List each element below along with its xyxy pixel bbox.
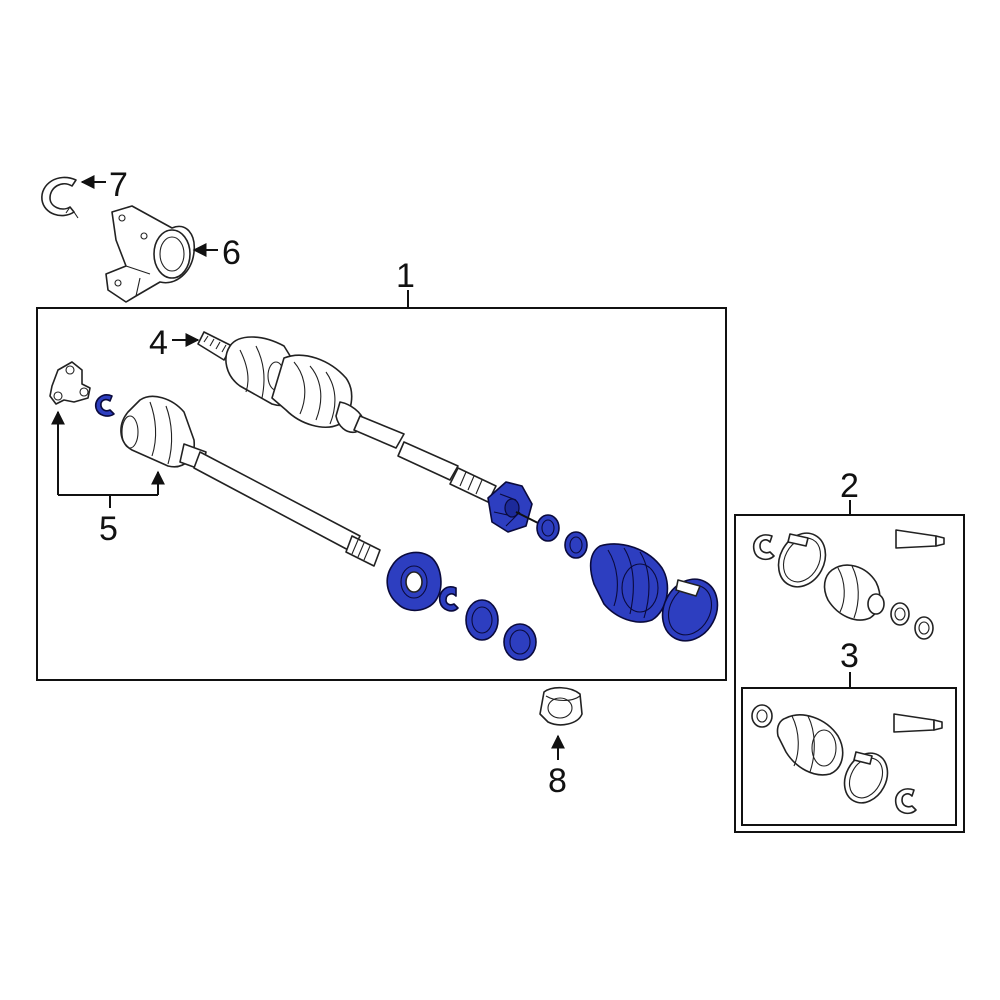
callout-8[interactable]: 8 xyxy=(548,762,567,800)
kit3-boot[interactable] xyxy=(776,714,844,776)
inner-drive-shaft[interactable] xyxy=(120,395,381,567)
kit3-clamp[interactable] xyxy=(751,704,773,728)
bearing-bracket-part[interactable] xyxy=(105,205,196,303)
inner-boot-kit-box xyxy=(741,687,957,826)
outer-drive-shaft[interactable] xyxy=(197,331,497,503)
inner-boot-part[interactable] xyxy=(589,543,669,623)
callout-2[interactable]: 2 xyxy=(840,467,859,505)
kit3-snap-ring[interactable] xyxy=(894,788,917,815)
boot-clamp-small-2[interactable] xyxy=(564,531,588,559)
seal-ring-1[interactable] xyxy=(465,599,499,641)
kit2-snap-ring[interactable] xyxy=(752,534,775,561)
callout-1[interactable]: 1 xyxy=(396,257,415,295)
oil-seal-part[interactable] xyxy=(539,686,583,726)
kit2-large-clamp[interactable] xyxy=(769,525,834,595)
spider-assembly-part[interactable] xyxy=(49,361,91,405)
seal-ring-2[interactable] xyxy=(503,623,537,661)
callout-5[interactable]: 5 xyxy=(99,510,118,548)
callout-4[interactable]: 4 xyxy=(149,324,168,362)
callout-3[interactable]: 3 xyxy=(840,637,859,675)
kit3-large-clamp[interactable] xyxy=(836,746,896,811)
snap-ring-highlight[interactable] xyxy=(94,394,115,417)
support-bearing-part[interactable] xyxy=(386,551,442,612)
callout-6[interactable]: 6 xyxy=(222,234,241,272)
kit2-clamp-a[interactable] xyxy=(890,602,910,626)
axle-assembly-box xyxy=(36,307,727,681)
kit3-grease-tube[interactable] xyxy=(893,713,943,733)
boot-clamp-small-1[interactable] xyxy=(536,514,560,542)
snap-ring-part[interactable] xyxy=(41,176,79,219)
boot-clamp-large[interactable] xyxy=(652,570,728,651)
tripod-joint-part[interactable] xyxy=(487,481,533,533)
callout-7[interactable]: 7 xyxy=(109,166,128,204)
kit2-grease-tube[interactable] xyxy=(895,529,945,549)
snap-ring-lower[interactable] xyxy=(438,586,459,612)
kit2-clamp-b[interactable] xyxy=(914,616,934,640)
kit2-boot[interactable] xyxy=(823,564,885,621)
